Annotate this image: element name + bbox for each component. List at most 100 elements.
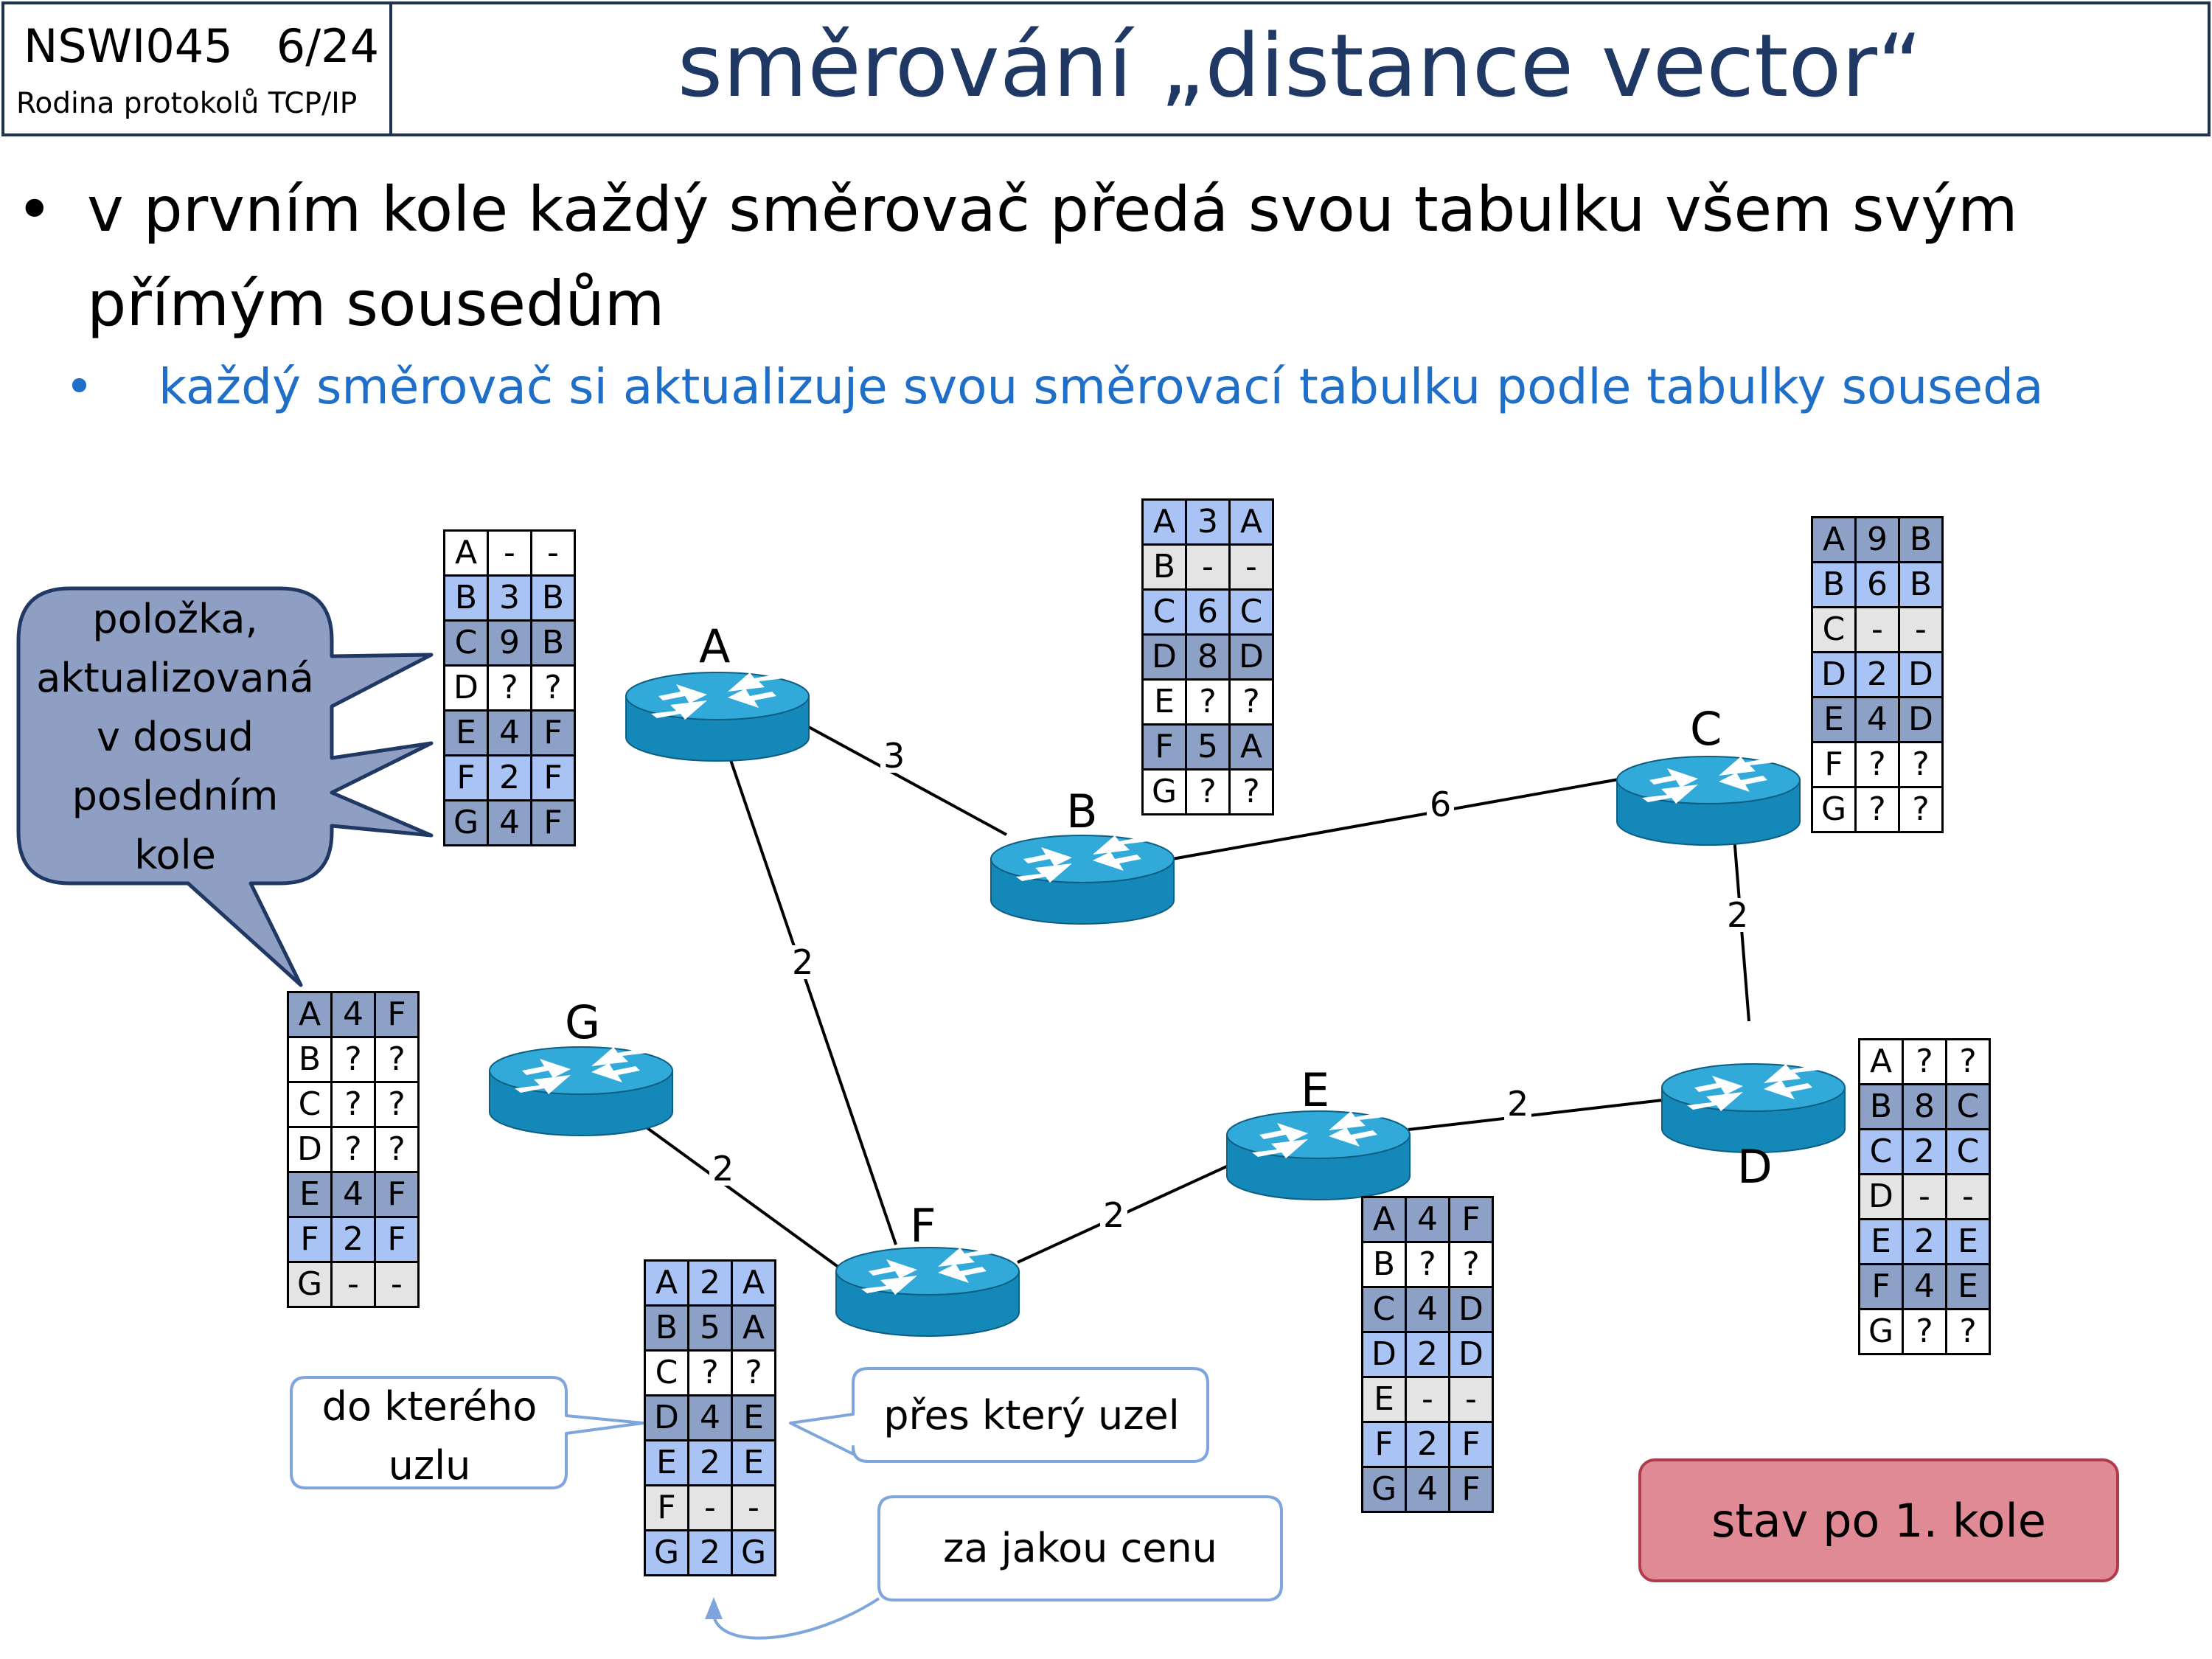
table-cell-dest: A xyxy=(443,529,489,577)
course-code: NSWI045 6/24 xyxy=(24,19,380,73)
table-cell-dest: C xyxy=(1858,1128,1904,1175)
table-cell-dest: A xyxy=(287,991,333,1038)
table-cell-cost: 4 xyxy=(1405,1466,1450,1513)
table-cell-cost: 4 xyxy=(687,1394,733,1441)
callout-dest-shape xyxy=(290,1376,644,1489)
table-row: E?? xyxy=(1141,678,1274,726)
edge-B-C xyxy=(1172,778,1619,860)
table-cell-cost: ? xyxy=(330,1126,376,1173)
bullet-dot: • xyxy=(16,173,53,246)
table-cell-dest: E xyxy=(644,1439,689,1486)
table-cell-cost: ? xyxy=(330,1081,376,1128)
table-cell-dest: F xyxy=(443,754,489,801)
table-cell-cost: 2 xyxy=(687,1259,733,1307)
table-row: G?? xyxy=(1811,786,1944,833)
table-cell-dest: G xyxy=(1858,1308,1904,1355)
callout-cost-shape xyxy=(877,1495,1283,1601)
table-cell-via: F xyxy=(374,991,420,1038)
table-cell-dest: D xyxy=(1858,1173,1904,1220)
table-cell-via: A xyxy=(731,1304,776,1352)
table-cell-via: D xyxy=(1228,633,1274,681)
table-cell-cost: - xyxy=(1902,1173,1947,1220)
callout-cost-pointer xyxy=(712,1597,880,1640)
table-cell-cost: 2 xyxy=(1902,1128,1947,1175)
table-cell-cost: - xyxy=(1185,543,1231,591)
table-row: B?? xyxy=(1361,1241,1494,1288)
table-cell-via: F xyxy=(1448,1196,1494,1243)
table-cell-dest: B xyxy=(1361,1241,1407,1288)
table-cell-dest: C xyxy=(1811,606,1857,653)
table-cell-cost: ? xyxy=(330,1036,376,1083)
table-row: C?? xyxy=(287,1081,420,1128)
table-cell-cost: 4 xyxy=(330,991,376,1038)
table-cell-via: E xyxy=(731,1394,776,1441)
table-cell-via: F xyxy=(530,754,576,801)
router-G-icon xyxy=(489,1046,673,1136)
table-cell-cost: - xyxy=(330,1261,376,1308)
table-cell-dest: E xyxy=(287,1171,333,1218)
table-cell-dest: G xyxy=(644,1529,689,1576)
bullet-level2: •každý směrovač si aktualizuje svou směr… xyxy=(65,358,2044,415)
table-cell-via: ? xyxy=(731,1349,776,1397)
table-row: B?? xyxy=(287,1036,420,1083)
table-cell-via: B xyxy=(1898,561,1944,608)
callout-cost-text: za jakou cenu xyxy=(943,1525,1217,1571)
table-cell-cost: ? xyxy=(1902,1308,1947,1355)
table-cell-dest: A xyxy=(1811,516,1857,563)
table-cell-via: F xyxy=(1448,1421,1494,1468)
table-cell-via: ? xyxy=(1898,786,1944,833)
table-cell-cost: ? xyxy=(1854,741,1900,788)
node-label-C: C xyxy=(1690,702,1722,756)
table-cell-dest: G xyxy=(1141,768,1187,815)
table-cell-cost: 4 xyxy=(1902,1263,1947,1310)
table-cell-cost: 3 xyxy=(487,574,532,622)
edge-label-A-B: 3 xyxy=(880,739,908,773)
callout-via-shape xyxy=(789,1367,1209,1463)
table-cell-via: A xyxy=(1228,498,1274,546)
edge-label-A-F: 2 xyxy=(789,945,817,979)
table-cell-via: E xyxy=(731,1439,776,1486)
table-cell-cost: 2 xyxy=(1405,1331,1450,1378)
node-label-B: B xyxy=(1066,785,1098,838)
header-title-box: směrování „distance vector“ xyxy=(392,1,2211,136)
table-cell-cost: ? xyxy=(1854,786,1900,833)
table-cell-dest: C xyxy=(644,1349,689,1397)
table-cell-dest: C xyxy=(443,619,489,667)
table-cell-via: ? xyxy=(1945,1038,1991,1085)
table-cell-via: D xyxy=(1898,651,1944,698)
table-cell-dest: D xyxy=(1361,1331,1407,1378)
table-cell-via: - xyxy=(1448,1376,1494,1423)
table-cell-dest: D xyxy=(287,1126,333,1173)
table-cell-via: - xyxy=(1898,606,1944,653)
table-cell-via: F xyxy=(374,1216,420,1263)
course-subtitle: Rodina protokolů TCP/IP xyxy=(16,87,358,120)
table-cell-dest: G xyxy=(287,1261,333,1308)
table-cell-cost: 4 xyxy=(1405,1196,1450,1243)
table-cell-via: G xyxy=(731,1529,776,1576)
table-cell-dest: A xyxy=(1361,1196,1407,1243)
table-row: B-- xyxy=(1141,543,1274,591)
edge-D-E xyxy=(1408,1099,1663,1131)
table-row: D?? xyxy=(443,664,576,712)
table-cell-dest: B xyxy=(1141,543,1187,591)
router-B-icon xyxy=(990,835,1175,925)
table-cell-dest: A xyxy=(1141,498,1187,546)
edge-A-B xyxy=(807,725,1007,836)
status-box: stav po 1. kole xyxy=(1638,1458,2119,1582)
table-cell-dest: G xyxy=(1361,1466,1407,1513)
table-cell-dest: A xyxy=(644,1259,689,1307)
router-F-icon xyxy=(835,1247,1020,1337)
slide-title: směrování „distance vector“ xyxy=(677,15,1923,116)
